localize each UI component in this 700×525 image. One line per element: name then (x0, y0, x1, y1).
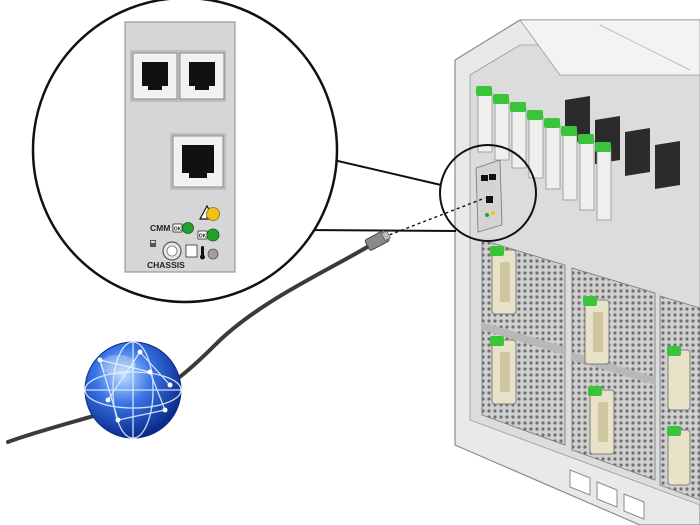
cmm-label: CMM (150, 223, 170, 233)
green-latches (476, 86, 611, 152)
chassis-label: CHASSIS (147, 260, 185, 270)
single-rj45-port (170, 133, 226, 190)
dashed-connection-line (383, 197, 486, 238)
magnified-cmm-panel-view: ! CMM OK OK CHASSIS (31, 0, 339, 304)
network-globe-icon (84, 341, 182, 439)
dual-rj45-ports (130, 50, 226, 102)
network-cable (6, 241, 376, 444)
ok-label-cmm: OK (174, 227, 182, 233)
temperature-indicator-box (185, 244, 198, 258)
module-handles (490, 246, 691, 486)
top-slot-row (565, 96, 680, 189)
cmm-module-on-chassis (475, 159, 503, 233)
chassis-service-led (207, 248, 219, 260)
rj45-port-icon (172, 135, 224, 188)
temperature-icon (200, 246, 205, 260)
cmm-ok-led (182, 222, 194, 234)
callout-line-bottom (303, 229, 457, 232)
server-chassis (454, 19, 700, 525)
rj45-port-icon (132, 52, 178, 100)
ok-label-status: OK (199, 234, 207, 240)
cmm-highlight-circle (439, 144, 537, 242)
chassis-bottom-cutouts (569, 469, 645, 520)
rj45-cable-plug (364, 230, 391, 251)
chassis-icon (150, 240, 156, 247)
amber-led (206, 207, 220, 221)
callout-line-top (324, 157, 442, 186)
warning-indicator: ! (198, 204, 220, 221)
status-ok-led (206, 228, 220, 242)
